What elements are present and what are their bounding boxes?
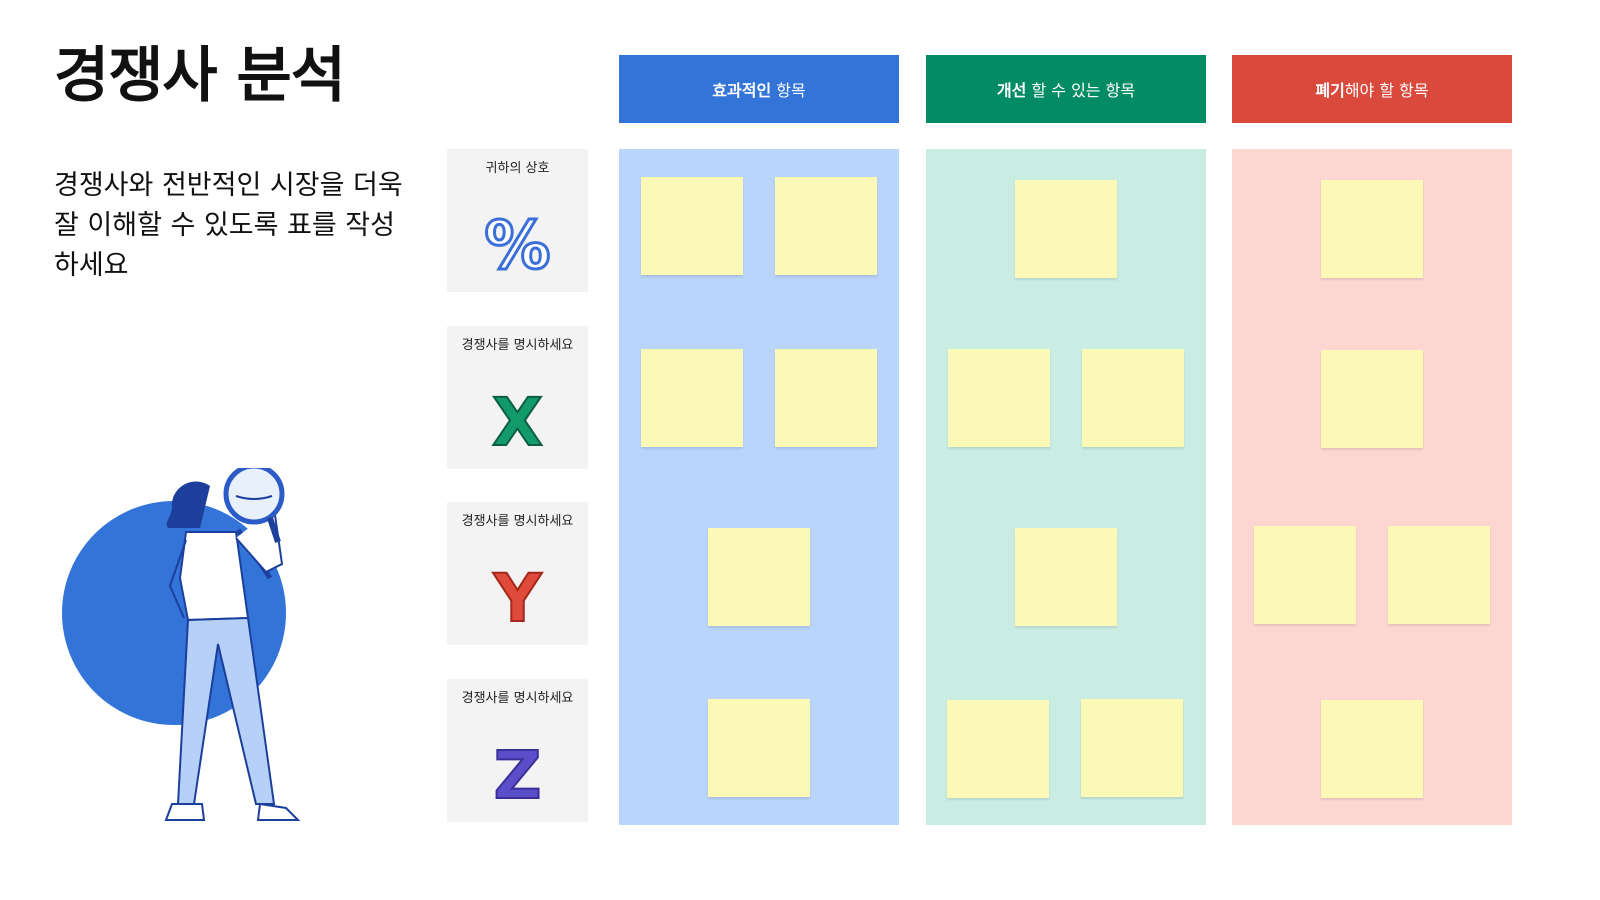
column-header-bold: 개선 bbox=[996, 81, 1027, 100]
competitor-label: 경쟁사를 명시하세요 bbox=[461, 691, 574, 706]
column-header-bold: 효과적인 bbox=[712, 81, 772, 100]
competitor-label: 경쟁사를 명시하세요 bbox=[461, 338, 574, 353]
sticky-note[interactable] bbox=[1321, 700, 1423, 798]
sticky-note[interactable] bbox=[1388, 526, 1490, 624]
sticky-note[interactable] bbox=[1015, 180, 1117, 278]
sticky-note[interactable] bbox=[1321, 180, 1423, 278]
competitor-card-own[interactable]: 귀하의 상호 % bbox=[447, 149, 588, 292]
sticky-note[interactable] bbox=[947, 700, 1049, 798]
sticky-note[interactable] bbox=[708, 699, 810, 797]
sticky-note[interactable] bbox=[775, 349, 877, 447]
competitor-card-y[interactable]: 경쟁사를 명시하세요 Y bbox=[447, 502, 588, 645]
letter-y-icon: Y bbox=[493, 560, 543, 637]
competitor-label: 경쟁사를 명시하세요 bbox=[461, 514, 574, 529]
sticky-note[interactable] bbox=[641, 177, 743, 275]
percent-icon: % bbox=[483, 207, 552, 284]
sticky-note[interactable] bbox=[1082, 349, 1184, 447]
sticky-note[interactable] bbox=[1081, 699, 1183, 797]
column-header-effective: 효과적인 항목 bbox=[619, 55, 899, 123]
competitor-label: 귀하의 상호 bbox=[485, 161, 550, 176]
sticky-note[interactable] bbox=[948, 349, 1050, 447]
competitor-card-x[interactable]: 경쟁사를 명시하세요 X bbox=[447, 326, 588, 469]
column-header-text: 해야 할 항목 bbox=[1344, 81, 1429, 100]
column-improve bbox=[926, 149, 1206, 825]
column-header-improve: 개선 할 수 있는 항목 bbox=[926, 55, 1206, 123]
letter-z-icon: Z bbox=[493, 737, 543, 814]
column-effective bbox=[619, 149, 899, 825]
sticky-note[interactable] bbox=[775, 177, 877, 275]
sticky-note[interactable] bbox=[1321, 350, 1423, 448]
column-header-text: 할 수 있는 항목 bbox=[1026, 81, 1136, 100]
letter-x-icon: X bbox=[491, 384, 544, 461]
column-header-text: 항목 bbox=[771, 81, 806, 100]
sticky-note[interactable] bbox=[1015, 528, 1117, 626]
sticky-note[interactable] bbox=[641, 349, 743, 447]
column-discard bbox=[1232, 149, 1512, 825]
page-description: 경쟁사와 전반적인 시장을 더욱 잘 이해할 수 있도록 표를 작성하세요 bbox=[54, 170, 403, 281]
person-with-magnifier-illustration bbox=[62, 468, 301, 821]
page-title: 경쟁사 분석 bbox=[54, 41, 346, 111]
sticky-note[interactable] bbox=[1254, 526, 1356, 624]
sticky-note[interactable] bbox=[708, 528, 810, 626]
column-header-bold: 폐기 bbox=[1315, 81, 1345, 100]
competitor-card-z[interactable]: 경쟁사를 명시하세요 Z bbox=[447, 679, 588, 822]
